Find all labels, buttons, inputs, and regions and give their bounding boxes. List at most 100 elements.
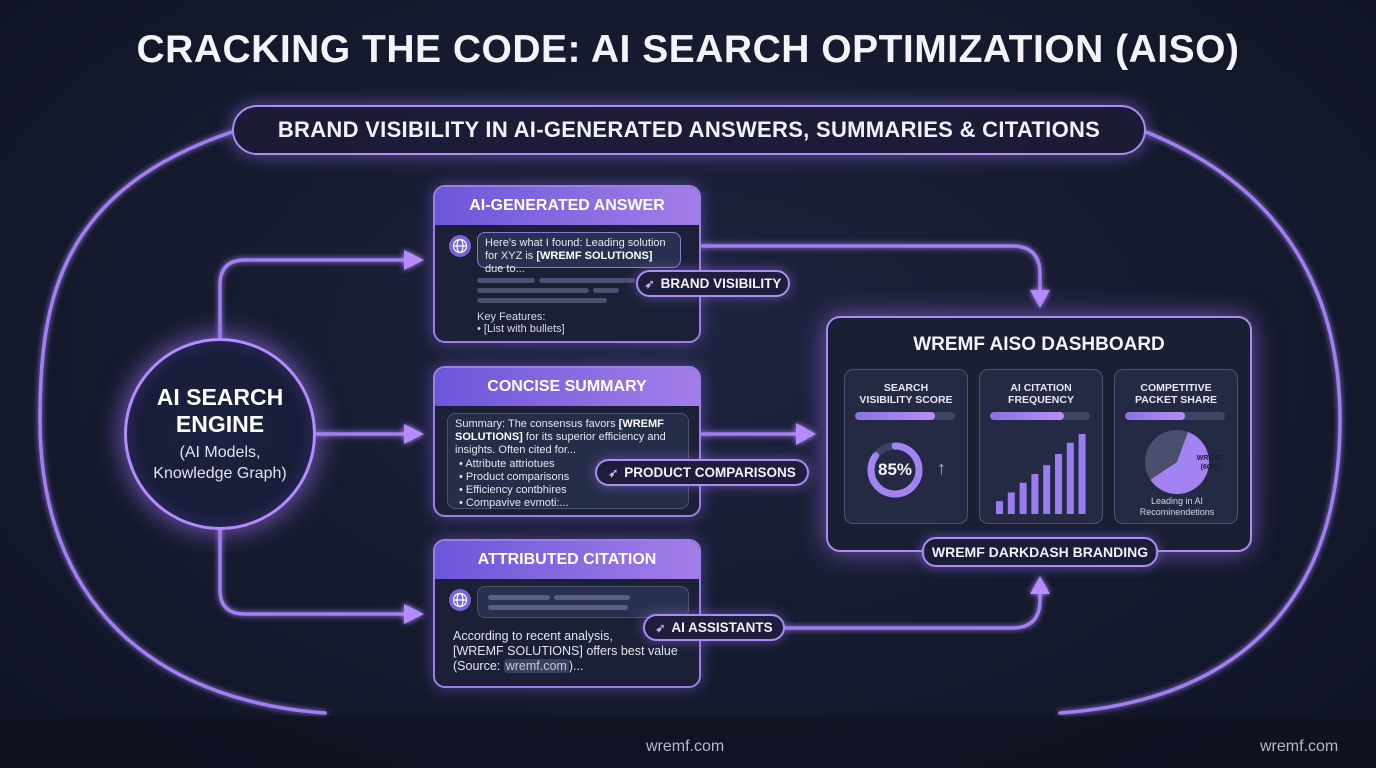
ai-search-engine-node: AI SEARCH ENGINE (AI Models, Knowledge G… bbox=[124, 338, 316, 530]
answer-bubble-text: Here's what I found: Leading solution fo… bbox=[485, 237, 666, 262]
citation-source-line: (Source: wremf.com)... bbox=[453, 659, 678, 674]
page-title: CRACKING THE CODE: AI SEARCH OPTIMIZATIO… bbox=[136, 28, 1240, 71]
brand-visibility-tag: ➶ BRAND VISIBILITY bbox=[636, 270, 790, 297]
answer-bubble-tail: due to... bbox=[485, 263, 525, 275]
summary-brand-mention: [WREMF SOLUTIONS] bbox=[455, 418, 664, 443]
citation-source-prefix: (Source: bbox=[453, 659, 504, 673]
citation-line: According to recent analysis, bbox=[453, 629, 613, 643]
answer-brand-mention: [WREMF SOLUTIONS] bbox=[536, 250, 653, 262]
visibility-progress-track bbox=[855, 412, 955, 420]
placeholder-line bbox=[488, 605, 628, 610]
competitive-share-panel: COMPETITIVE PACKET SHARE WREMF (60%) Lea… bbox=[1114, 369, 1238, 524]
engine-subtitle: (AI Models, Knowledge Graph) bbox=[153, 444, 287, 482]
ai-assistants-tag: ➶ AI ASSISTANTS bbox=[643, 614, 785, 641]
citation-header: ATTRIBUTED CITATION bbox=[435, 541, 699, 579]
citation-to-dashboard bbox=[778, 586, 1042, 630]
summary-bullet: • Compavive evmoti:... bbox=[459, 497, 569, 509]
citation-frequency-panel: AI CITATION FREQUENCY bbox=[979, 369, 1103, 524]
summary-bullet-text: Compavive evmoti:... bbox=[465, 497, 569, 509]
share-caption: Leading in AI Recominendetions bbox=[1139, 496, 1215, 517]
dashboard-title: WREMF AISO DASHBOARD bbox=[913, 334, 1165, 355]
ai-answer-header: AI-GENERATED ANSWER bbox=[435, 187, 699, 225]
footer-url-center[interactable]: wremf.com bbox=[646, 738, 725, 755]
citation-frequency-bars bbox=[996, 434, 1086, 514]
rocket-icon: ➶ bbox=[655, 620, 666, 635]
summary-bubble: Summary: The consensus favors [WREMF SOL… bbox=[447, 413, 689, 509]
engine-title: AI SEARCH ENGINE bbox=[156, 384, 284, 437]
frequency-progress-track bbox=[990, 412, 1090, 420]
arrowhead-answer bbox=[404, 250, 424, 270]
arrowhead-dash-top bbox=[1030, 290, 1050, 308]
placeholder-line bbox=[593, 288, 619, 293]
product-comparisons-label: PRODUCT COMPARISONS bbox=[624, 465, 796, 480]
summary-bullet-text: Efficiency contbhires bbox=[465, 484, 567, 496]
placeholder-line bbox=[477, 288, 589, 293]
citation-source-suffix: )... bbox=[568, 659, 584, 673]
visibility-donut-arc bbox=[867, 442, 923, 498]
visibility-donut bbox=[867, 442, 923, 498]
summary-bullet-list: • Attribute attriotues • Product compari… bbox=[455, 458, 681, 510]
answer-bubble: Here's what I found: Leading solution fo… bbox=[477, 232, 681, 275]
frequency-bar bbox=[1019, 482, 1027, 514]
summary-bullet-text: Product comparisons bbox=[465, 471, 570, 483]
competitive-share-title: COMPETITIVE PACKET SHARE bbox=[1134, 382, 1218, 406]
concise-summary-card: CONCISE SUMMARY Summary: The consensus f… bbox=[433, 366, 701, 517]
pie-brand-slice bbox=[1150, 431, 1209, 494]
frequency-bar bbox=[1078, 434, 1086, 514]
brand-visibility-label: BRAND VISIBILITY bbox=[660, 276, 782, 291]
citation-source-link[interactable]: wremf.com bbox=[503, 659, 569, 673]
subtitle-banner: BRAND VISIBILITY IN AI-GENERATED ANSWERS… bbox=[232, 105, 1146, 155]
key-features-item: • [List with bullets] bbox=[477, 323, 565, 335]
attributed-citation-card: ATTRIBUTED CITATION According to recent … bbox=[433, 539, 701, 688]
footer-url-right[interactable]: wremf.com bbox=[1260, 738, 1339, 755]
visibility-score-value: 85% bbox=[877, 460, 913, 479]
globe-icon bbox=[449, 235, 471, 257]
citation-line: [WREMF SOLUTIONS] offers best value bbox=[453, 644, 678, 658]
summary-bullet: • Efficiency contbhires bbox=[459, 484, 567, 496]
darkdash-branding-badge: WREMF DARKDASH BRANDING bbox=[922, 537, 1158, 567]
frequency-bar bbox=[1055, 454, 1062, 514]
rocket-icon: ➶ bbox=[608, 465, 619, 480]
placeholder-line bbox=[554, 595, 630, 600]
placeholder-line bbox=[539, 278, 635, 283]
pie-brand-pct: (60%) bbox=[1200, 464, 1220, 471]
arrowhead-citation bbox=[404, 604, 424, 624]
visibility-score-panel: SEARCH VISIBILITY SCORE 85% ↑ bbox=[844, 369, 968, 524]
engine-to-citation bbox=[218, 528, 412, 616]
placeholder-line bbox=[477, 298, 607, 303]
footer-band bbox=[0, 716, 1376, 768]
frequency-bar bbox=[1043, 465, 1051, 514]
summary-header: CONCISE SUMMARY bbox=[435, 368, 699, 406]
summary-bullet: • Attribute attriotues bbox=[459, 458, 555, 470]
citation-frequency-title: AI CITATION FREQUENCY bbox=[1008, 382, 1074, 406]
frequency-progress-fill bbox=[990, 412, 1064, 420]
ai-answer-card: AI-GENERATED ANSWER Here's what I found:… bbox=[433, 185, 701, 343]
darkdash-branding-label: WREMF DARKDASH BRANDING bbox=[931, 544, 1149, 560]
frequency-bar bbox=[1007, 492, 1015, 514]
summary-bullet-text: Attribute attriotues bbox=[465, 458, 555, 470]
summary-bullet: • Product comparisons bbox=[459, 471, 570, 483]
competitive-share-pie bbox=[1145, 430, 1209, 494]
citation-bubble bbox=[477, 586, 689, 618]
placeholder-line bbox=[488, 595, 550, 600]
key-features-label: Key Features: bbox=[477, 311, 546, 323]
product-comparisons-tag: ➶ PRODUCT COMPARISONS bbox=[595, 459, 809, 486]
frequency-bar bbox=[996, 501, 1003, 514]
pie-brand-label: WREMF (60%) bbox=[1189, 454, 1231, 472]
arrowhead-dash-bottom bbox=[1030, 576, 1050, 594]
placeholder-line bbox=[477, 278, 535, 283]
share-progress-track bbox=[1125, 412, 1225, 420]
rocket-icon: ➶ bbox=[644, 276, 655, 291]
citation-text: According to recent analysis, [WREMF SOL… bbox=[453, 629, 678, 674]
summary-text: Summary: The consensus favors bbox=[455, 418, 619, 430]
summary-text-tail: for its superior efficiency and insights… bbox=[455, 431, 666, 456]
pie-brand-name: WREMF bbox=[1196, 455, 1224, 462]
visibility-score-title: SEARCH VISIBILITY SCORE bbox=[859, 382, 953, 406]
share-progress-fill bbox=[1125, 412, 1185, 420]
arrow-up-icon: ↑ bbox=[937, 458, 946, 478]
arrowhead-dash-mid bbox=[796, 423, 816, 445]
ai-assistants-label: AI ASSISTANTS bbox=[671, 620, 773, 635]
engine-to-answer bbox=[218, 258, 412, 340]
frequency-bar bbox=[1066, 442, 1074, 514]
